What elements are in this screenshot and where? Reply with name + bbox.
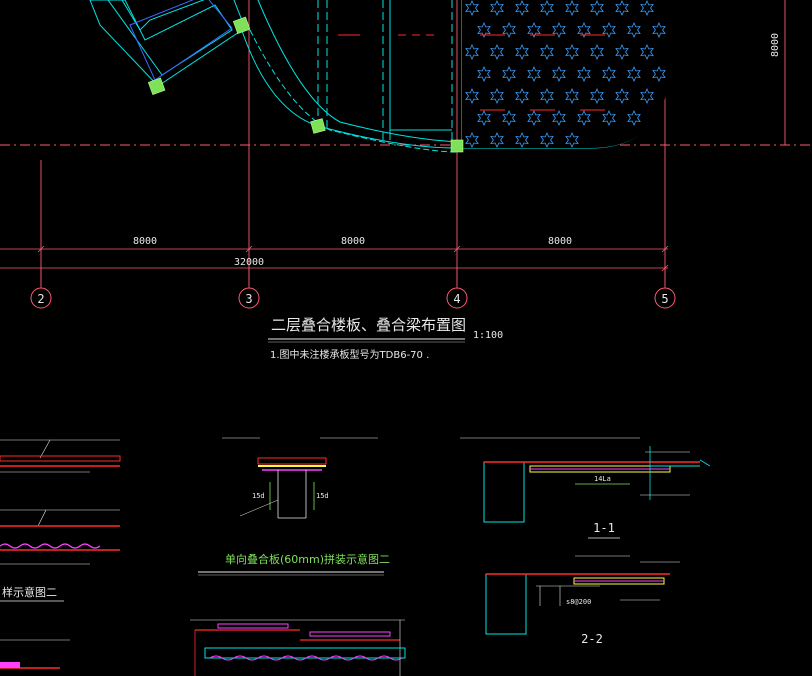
axis-bubble-4: [446, 287, 468, 309]
axis-bubble-5: [654, 287, 676, 309]
detail-left: 样示意图二: [0, 439, 121, 669]
dim-span-1: 8000: [133, 236, 157, 247]
axis-label-4: 4: [453, 292, 460, 306]
axis-label-2: 2: [37, 292, 44, 306]
composite-panel-pattern: [462, 0, 670, 148]
section-2-2: s8@200 2-2: [485, 555, 680, 646]
dim-vertical: 8000: [770, 33, 781, 57]
drawing-note: 1.图中未注楼承板型号为TDB6-70 .: [270, 348, 429, 361]
axis-label-5: 5: [661, 292, 668, 306]
dimension-lines: [0, 245, 669, 272]
grid-lines: [0, 0, 812, 286]
axis-label-3: 3: [245, 292, 252, 306]
column-markers: [147, 16, 464, 153]
drawing-title-block: 二层叠合楼板、叠合梁布置图 1:100 1.图中未注楼承板型号为TDB6-70 …: [268, 316, 503, 361]
drawing-scale: 1:100: [473, 330, 503, 341]
axis-bubble-2: [30, 287, 52, 309]
section-2-2-label: 2-2: [581, 632, 603, 646]
axis-bubbles: 2 3 4 5: [30, 268, 676, 309]
dim-span-2: 8000: [341, 236, 365, 247]
detail-middle-title: 单向叠合板(60mm)拼装示意图二: [225, 552, 390, 566]
dimension-texts: 8000 8000 8000 32000 8000: [133, 33, 781, 268]
detail-left-title: 样示意图二: [2, 585, 57, 599]
axis-bubble-3: [238, 287, 260, 309]
drawing-title: 二层叠合楼板、叠合梁布置图: [271, 316, 466, 334]
dim-15d-right: 15d: [316, 492, 329, 500]
section-1-1: 14La 1-1: [460, 437, 711, 539]
detail-middle: 15d 15d 单向叠合板(60mm)拼装示意图二: [190, 437, 406, 676]
dim-s8-200: s8@200: [566, 598, 591, 606]
section-1-1-label: 1-1: [593, 521, 615, 535]
dim-total: 32000: [234, 257, 264, 268]
dim-14la: 14La: [594, 475, 611, 483]
dim-span-3: 8000: [548, 236, 572, 247]
dim-15d-left: 15d: [252, 492, 265, 500]
